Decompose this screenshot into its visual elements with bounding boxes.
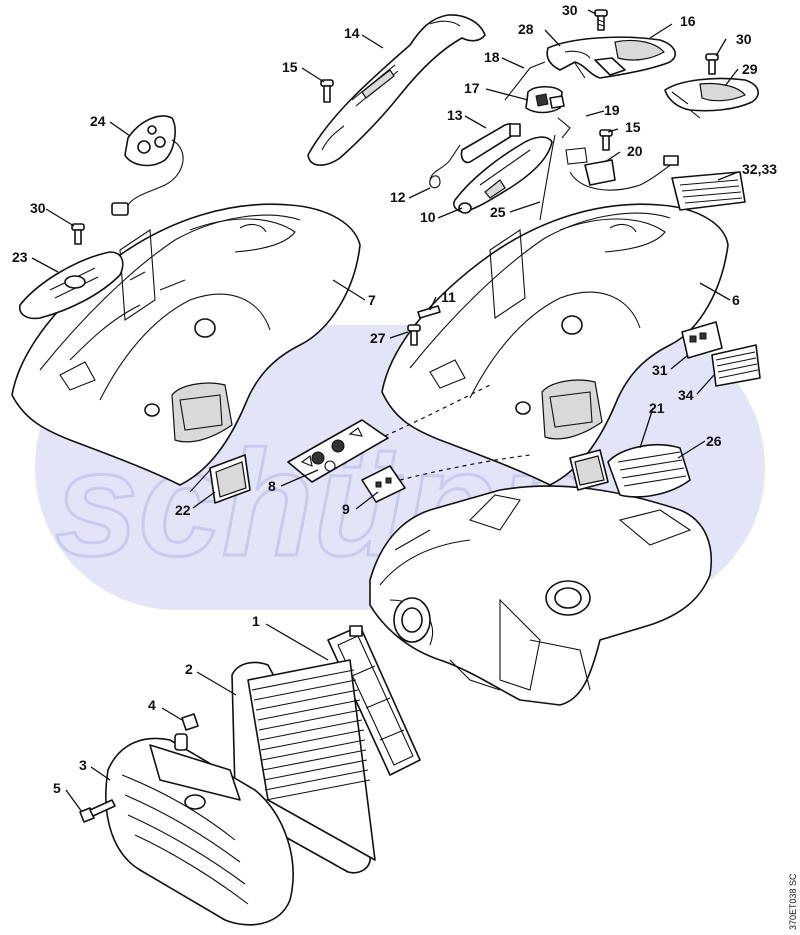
callout-32-33: 32,33 — [742, 161, 777, 177]
callout-26: 26 — [706, 433, 722, 449]
callout-30b: 30 — [736, 31, 752, 47]
connector-cable — [663, 155, 679, 166]
callout-3: 3 — [79, 757, 87, 773]
callout-15b: 15 — [625, 119, 641, 135]
callout-15a: 15 — [282, 59, 298, 75]
leader-lines — [31, 9, 739, 813]
callout-4: 4 — [148, 697, 156, 713]
callout-13: 13 — [447, 107, 463, 123]
grip-22 — [189, 454, 251, 504]
trigger-10 — [453, 136, 553, 214]
callout-20: 20 — [627, 143, 643, 159]
callout-19: 19 — [604, 102, 620, 118]
callout-10: 10 — [420, 209, 436, 225]
screw-27 — [407, 324, 421, 346]
label-9 — [361, 465, 406, 503]
right-shroud — [381, 203, 729, 486]
switch-17 — [525, 85, 565, 114]
callout-7: 7 — [368, 292, 376, 308]
lever-13 — [460, 123, 521, 164]
callout-29: 29 — [742, 61, 758, 77]
callout-17: 17 — [464, 80, 480, 96]
screw-15-left — [320, 79, 334, 103]
callout-34: 34 — [678, 387, 694, 403]
callout-11: 11 — [441, 289, 456, 305]
callout-21: 21 — [649, 400, 665, 416]
grip-21 — [569, 449, 609, 491]
engine-housing — [369, 485, 712, 706]
callout-14: 14 — [344, 25, 360, 41]
switch-24 — [111, 115, 184, 216]
screw-30-top — [594, 9, 608, 31]
callout-27: 27 — [370, 330, 386, 346]
clip-19 — [557, 117, 571, 139]
spring-12 — [429, 144, 461, 189]
callout-9: 9 — [342, 501, 350, 517]
nut-4 — [181, 713, 199, 731]
insert-26 — [607, 444, 691, 498]
callout-2: 2 — [185, 661, 193, 677]
bracket-20 — [565, 147, 616, 186]
filter-cover-3 — [105, 733, 294, 926]
label-8 — [287, 419, 389, 483]
handle-14 — [307, 14, 486, 166]
drawing-code: 370ET038 SC — [788, 873, 798, 930]
callout-5: 5 — [53, 780, 61, 796]
screw-15-right — [599, 129, 613, 151]
plate-32-33 — [671, 171, 746, 211]
screw-30-right — [705, 53, 719, 75]
callout-labels: 1 2 3 4 5 6 7 8 9 10 11 12 13 14 15 15 1… — [12, 2, 777, 796]
callout-1: 1 — [252, 613, 260, 629]
cover-16-28 — [546, 36, 676, 79]
callout-23: 23 — [12, 249, 28, 265]
callout-22: 22 — [175, 502, 191, 518]
callout-24: 24 — [90, 113, 106, 129]
callout-12: 12 — [390, 189, 406, 205]
cover-29 — [664, 77, 759, 119]
callout-30a: 30 — [562, 2, 578, 18]
wire-25 — [539, 134, 556, 221]
callout-31: 31 — [652, 362, 668, 378]
callout-16: 16 — [680, 13, 696, 29]
callout-25: 25 — [490, 204, 506, 220]
screw-5 — [79, 799, 116, 823]
callout-28: 28 — [518, 21, 534, 37]
screw-30-left — [71, 223, 85, 245]
plate-34 — [711, 344, 761, 387]
callout-8: 8 — [268, 478, 276, 494]
dashed-path-8 — [384, 383, 493, 437]
cover-23 — [18, 251, 124, 320]
callout-30c: 30 — [30, 200, 46, 216]
label-31 — [681, 321, 723, 359]
dashed-path-9 — [399, 454, 531, 481]
callout-6: 6 — [732, 292, 740, 308]
callout-18: 18 — [484, 49, 500, 65]
rod-18 — [504, 61, 546, 101]
cable-assembly — [569, 161, 676, 191]
